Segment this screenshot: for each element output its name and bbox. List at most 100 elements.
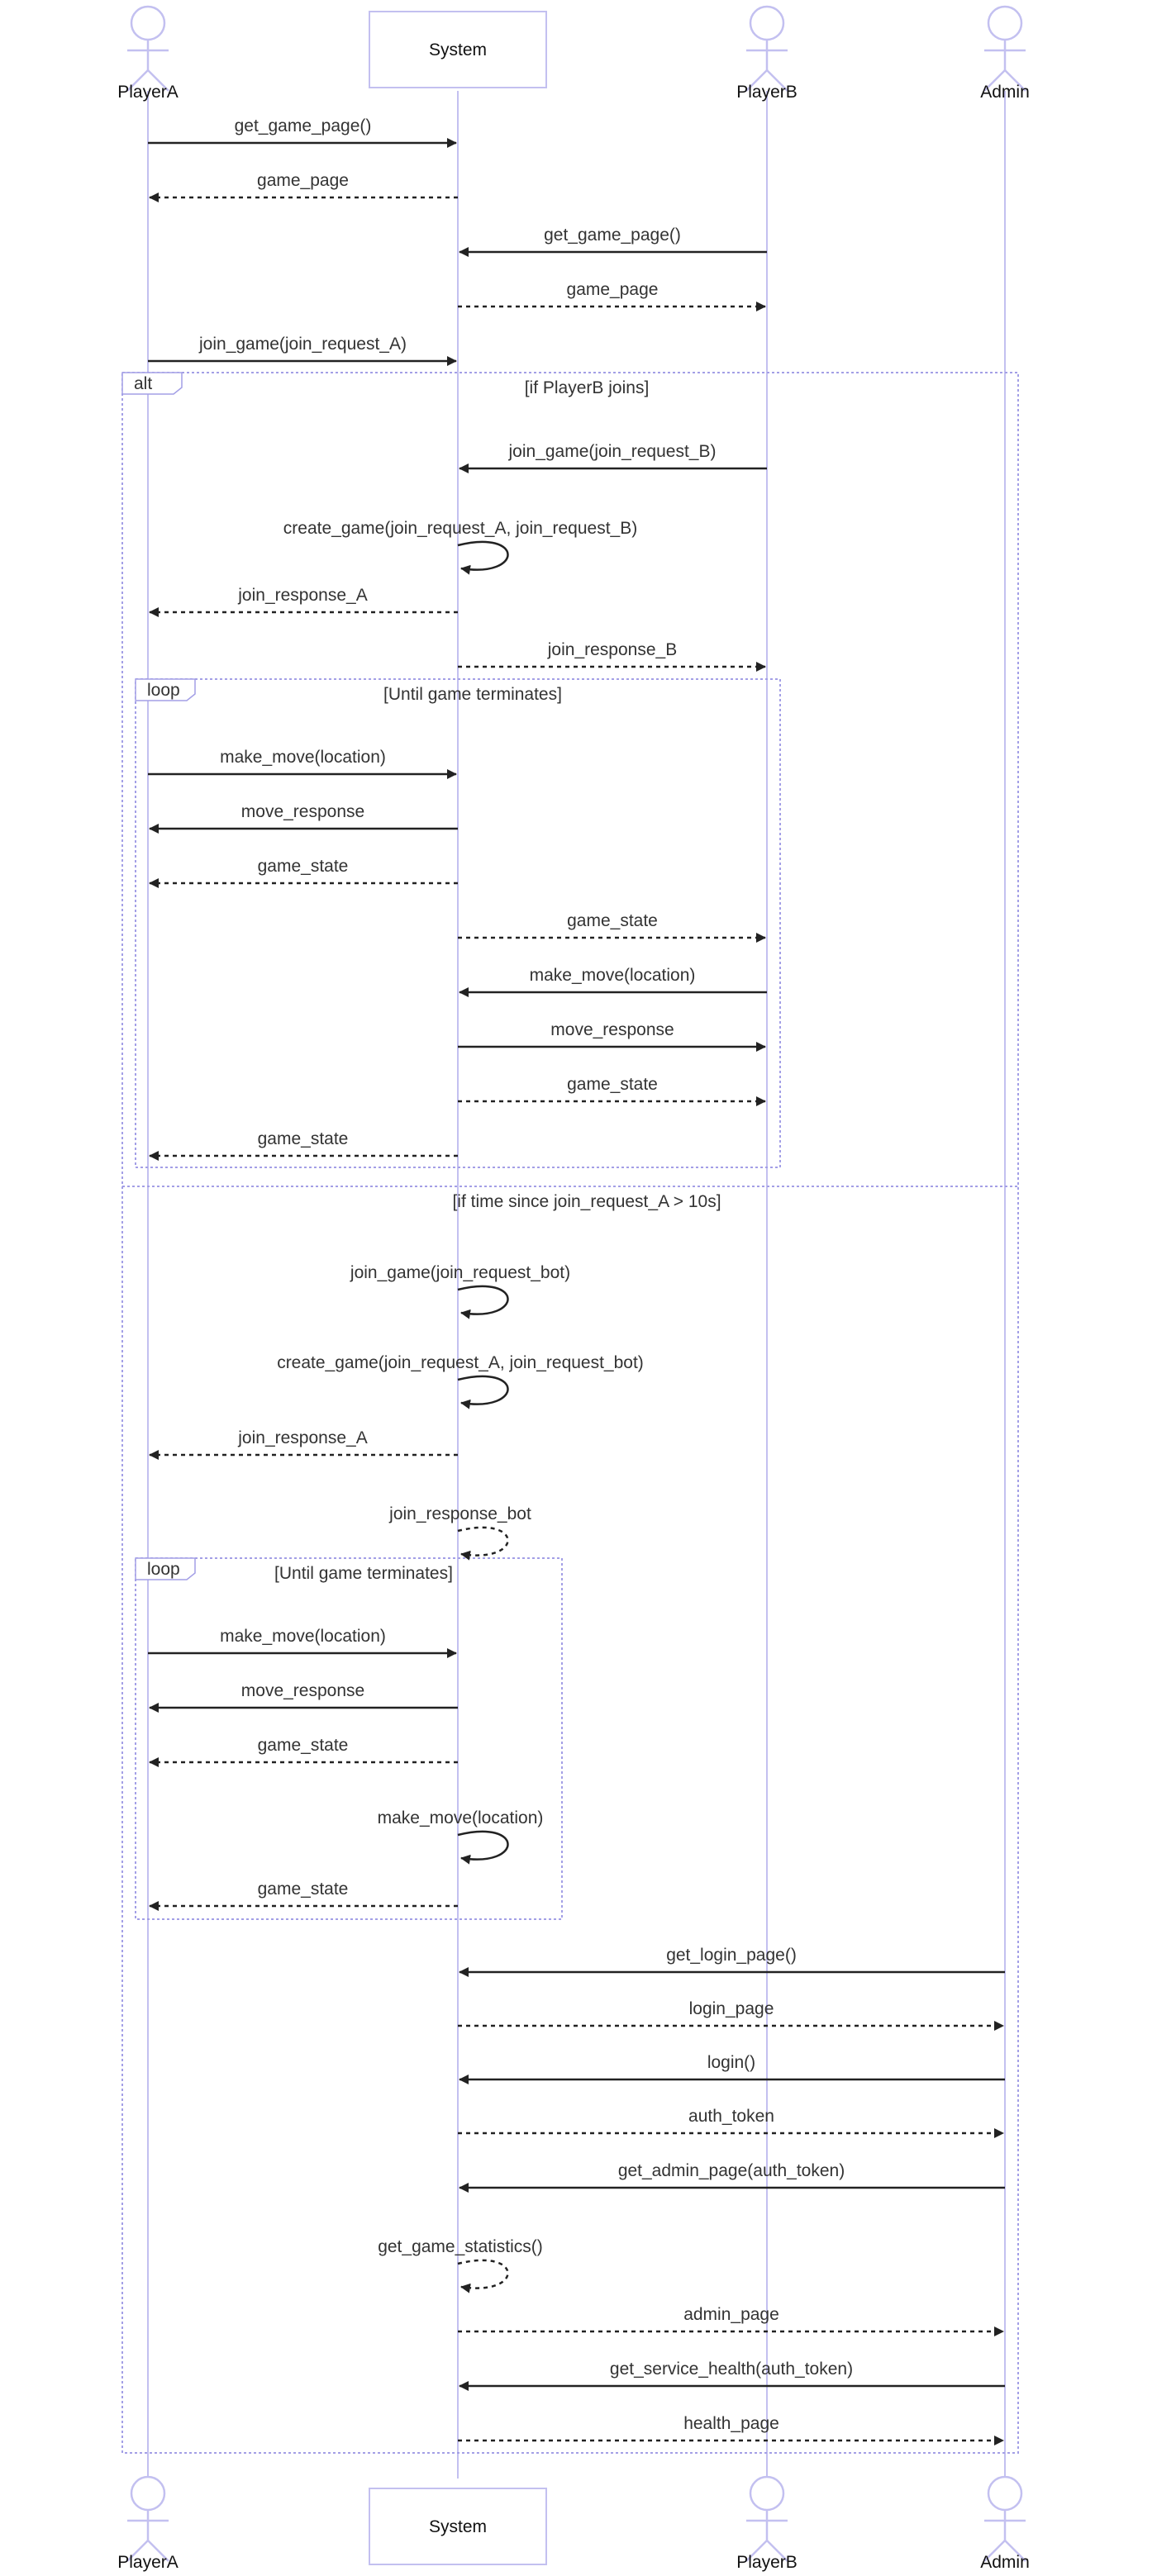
message-label: move_response (241, 1681, 364, 1700)
message: make_move(location) (148, 1627, 457, 1658)
message-label: get_login_page() (666, 1946, 797, 1965)
message: get_game_page() (459, 226, 767, 257)
message: game_page (458, 280, 766, 311)
message-label: game_page (257, 171, 349, 190)
fragment-tag (121, 372, 183, 395)
message-label: join_game(join_request_B) (508, 442, 717, 461)
message-label: get_game_statistics() (378, 2237, 543, 2256)
message-label: join_response_A (237, 1428, 367, 1447)
self-message-arrow (457, 540, 509, 575)
message: game_state (458, 1075, 766, 1106)
message: create_game(join_request_A, join_request… (277, 1353, 644, 1409)
message-label: join_game(join_request_A) (198, 335, 407, 354)
message: make_move(location) (148, 748, 457, 779)
fragment-tag (135, 678, 196, 701)
participant-system-bottom: System (369, 2488, 547, 2565)
message: game_state (458, 911, 766, 943)
message: join_response_bot (388, 1504, 531, 1561)
message-label: create_game(join_request_A, join_request… (283, 519, 637, 538)
message: game_state (149, 1129, 458, 1161)
message-label: game_state (258, 1736, 349, 1755)
message-label: game_page (567, 280, 659, 299)
alt-fragment: alt [if PlayerB joins] [if time since join… (121, 372, 1019, 2454)
actor-playerb-bottom: PlayerB (736, 2475, 798, 2572)
message-label: move_response (241, 802, 364, 821)
message-label: game_state (258, 857, 349, 876)
self-message-arrow (457, 1285, 509, 1319)
participant-label: System (429, 2517, 487, 2536)
self-message-arrow (457, 1375, 509, 1409)
message: login_page (458, 1999, 1004, 2031)
message-label: make_move(location) (220, 748, 386, 767)
message: make_move(location) (459, 966, 767, 997)
message-label: join_response_B (547, 640, 677, 659)
actor-playerb-top: PlayerB (736, 5, 798, 102)
fragment-condition: [Until game terminates] (383, 685, 562, 704)
loop-fragment-2: loop [Until game terminates] (135, 1557, 563, 1920)
message: get_login_page() (459, 1946, 1005, 1977)
fragment-keyword: alt (134, 374, 152, 393)
participant-system-top: System (369, 11, 547, 88)
message-label: make_move(location) (530, 966, 696, 985)
message: get_game_page() (148, 116, 457, 148)
message-label: game_state (567, 911, 658, 930)
participant-label: Admin (980, 83, 1030, 102)
message: get_service_health(auth_token) (459, 2360, 1005, 2391)
self-message-arrow (457, 1830, 509, 1865)
message: game_page (149, 171, 458, 202)
message: join_game(join_request_A) (148, 335, 457, 366)
message: game_state (149, 1736, 458, 1767)
message: get_admin_page(auth_token) (459, 2161, 1005, 2193)
participant-label: PlayerA (117, 83, 179, 102)
message-label: move_response (550, 1020, 674, 1039)
loop-fragment-1: loop [Until game terminates] (135, 678, 781, 1168)
message-label: auth_token (688, 2107, 774, 2126)
participant-label: Admin (980, 2553, 1030, 2572)
fragment-tag (135, 1557, 196, 1580)
fragment-else-condition: [if time since join_request_A > 10s] (452, 1192, 721, 1211)
message-label: make_move(location) (378, 1808, 544, 1827)
message: join_game(join_request_B) (459, 442, 767, 473)
message-label: login() (707, 2053, 755, 2072)
fragment-condition: [Until game terminates] (274, 1564, 453, 1583)
fragment-condition: [if PlayerB joins] (525, 378, 650, 397)
participant-label: System (429, 40, 487, 59)
message-label: health_page (683, 2414, 779, 2433)
participant-label: PlayerB (736, 83, 798, 102)
actor-playera-top: PlayerA (117, 5, 179, 102)
message-label: get_game_page() (235, 116, 372, 135)
message: join_response_A (149, 1428, 458, 1460)
message: join_response_B (458, 640, 766, 672)
message: auth_token (458, 2107, 1004, 2138)
message-label: create_game(join_request_A, join_request… (277, 1353, 644, 1372)
actor-admin-bottom: Admin (980, 2475, 1030, 2572)
message: admin_page (458, 2305, 1004, 2336)
message-label: make_move(location) (220, 1627, 386, 1646)
message-label: admin_page (683, 2305, 779, 2324)
message-label: game_state (258, 1129, 349, 1148)
message-label: get_game_page() (544, 226, 681, 245)
message: make_move(location) (378, 1808, 544, 1865)
message-label: get_service_health(auth_token) (610, 2360, 853, 2379)
message-label: game_state (258, 1880, 349, 1899)
message-label: login_page (689, 1999, 774, 2018)
message: get_game_statistics() (378, 2237, 543, 2293)
message: create_game(join_request_A, join_request… (283, 519, 637, 575)
self-message-arrow (457, 2259, 509, 2293)
message: login() (459, 2053, 1005, 2084)
message-label: game_state (567, 1075, 658, 1094)
message-label: get_admin_page(auth_token) (618, 2161, 845, 2180)
fragment-keyword: loop (147, 1560, 180, 1579)
participant-label: PlayerB (736, 2553, 798, 2572)
message: move_response (149, 1681, 458, 1713)
message-label: join_game(join_request_bot) (350, 1263, 570, 1282)
actor-playera-bottom: PlayerA (117, 2475, 179, 2572)
message: game_state (149, 1880, 458, 1911)
self-message-arrow (457, 1526, 509, 1561)
fragment-keyword: loop (147, 681, 180, 700)
message: join_game(join_request_bot) (350, 1263, 570, 1319)
message: move_response (149, 802, 458, 834)
message: health_page (458, 2414, 1004, 2445)
participant-label: PlayerA (117, 2553, 179, 2572)
